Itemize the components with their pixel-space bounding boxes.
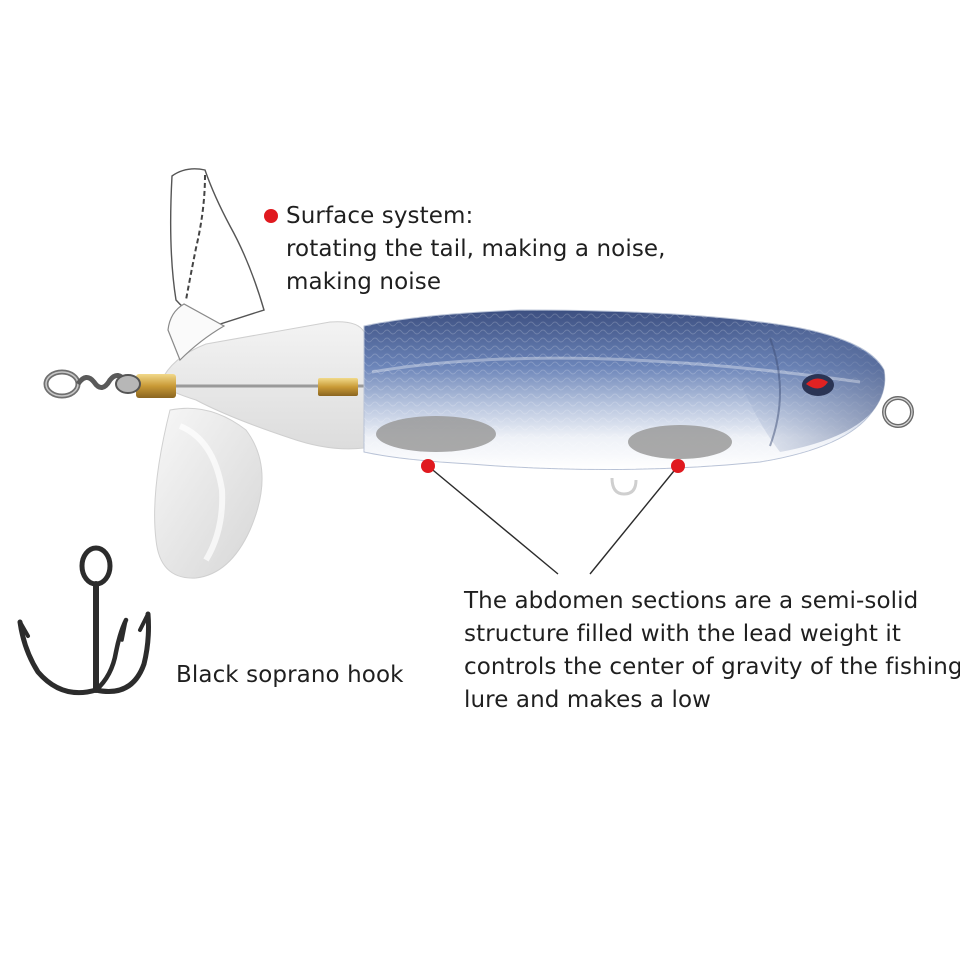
abdomen-line-3: controls the center of gravity of the fi… xyxy=(464,654,960,680)
surface-system-line-2: rotating the tail, making a noise, xyxy=(286,236,666,262)
line-tie-ring xyxy=(882,396,914,428)
surface-system-callout: Surface system: rotating the tail, makin… xyxy=(264,200,666,299)
red-marker-dot-icon xyxy=(264,209,278,223)
lead-weight-front xyxy=(376,416,496,452)
surface-system-line-3: making noise xyxy=(286,269,442,295)
lead-weight-rear xyxy=(628,425,732,459)
surface-system-title: Surface system: xyxy=(286,203,474,229)
leader-line-rear xyxy=(589,465,679,575)
brass-bead-front xyxy=(136,374,176,398)
leader-line-front xyxy=(427,465,559,575)
belly-hook-hanger xyxy=(610,477,638,496)
propeller-blade-upper xyxy=(169,168,265,327)
abdomen-callout: The abdomen sections are a semi-solid st… xyxy=(464,585,960,717)
abdomen-line-1: The abdomen sections are a semi-solid xyxy=(464,588,919,614)
treble-hook-icon xyxy=(17,545,151,696)
hook-label: Black soprano hook xyxy=(176,662,404,688)
red-marker-dot-icon xyxy=(421,459,435,473)
swivel-icon xyxy=(43,369,141,399)
lure-eye xyxy=(802,374,834,396)
brass-bead-rear xyxy=(318,378,358,396)
propeller-blade-lower xyxy=(154,407,263,579)
abdomen-line-4: lure and makes a low xyxy=(464,687,712,713)
abdomen-line-2: structure filled with the lead weight it xyxy=(464,621,901,647)
red-marker-dot-icon xyxy=(671,459,685,473)
